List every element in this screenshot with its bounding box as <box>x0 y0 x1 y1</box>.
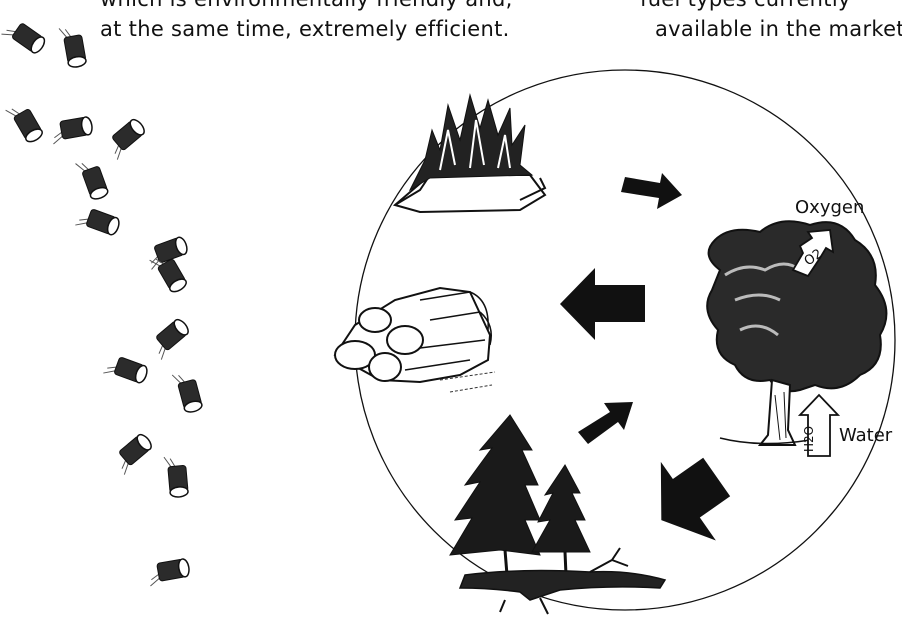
wood-pellet <box>147 558 191 586</box>
oxygen-label: Oxygen <box>795 197 864 218</box>
burning-logs-icon <box>395 95 545 212</box>
wood-pellet <box>104 117 149 159</box>
falling-pellets <box>1 17 203 586</box>
water-label: Water <box>839 425 892 446</box>
arrow-tree-to-forest <box>634 441 746 560</box>
wood-pellet <box>59 25 87 69</box>
arrow-forest-to-logs <box>578 402 633 444</box>
wood-pellet <box>148 317 193 359</box>
wood-pellet <box>164 455 188 498</box>
stacked-logs-icon <box>335 288 495 392</box>
cycle-arrows <box>560 173 746 559</box>
wood-pellet <box>75 205 121 239</box>
wood-pellet <box>6 100 45 146</box>
water-arrow-icon: H2O <box>800 395 838 456</box>
wood-pellet <box>172 369 203 414</box>
wood-pellet <box>76 156 110 202</box>
wood-pellet <box>1 17 47 58</box>
wood-pellet <box>50 116 94 144</box>
deciduous-tree-icon <box>707 221 886 445</box>
wood-pellet <box>111 432 156 474</box>
h2o-icon-label: H2O <box>802 426 816 452</box>
wood-pellet <box>103 353 149 387</box>
arrow-tree-to-logs <box>560 268 645 340</box>
arrow-fire-to-tree <box>621 173 682 209</box>
conifer-trees-icon <box>450 415 665 614</box>
